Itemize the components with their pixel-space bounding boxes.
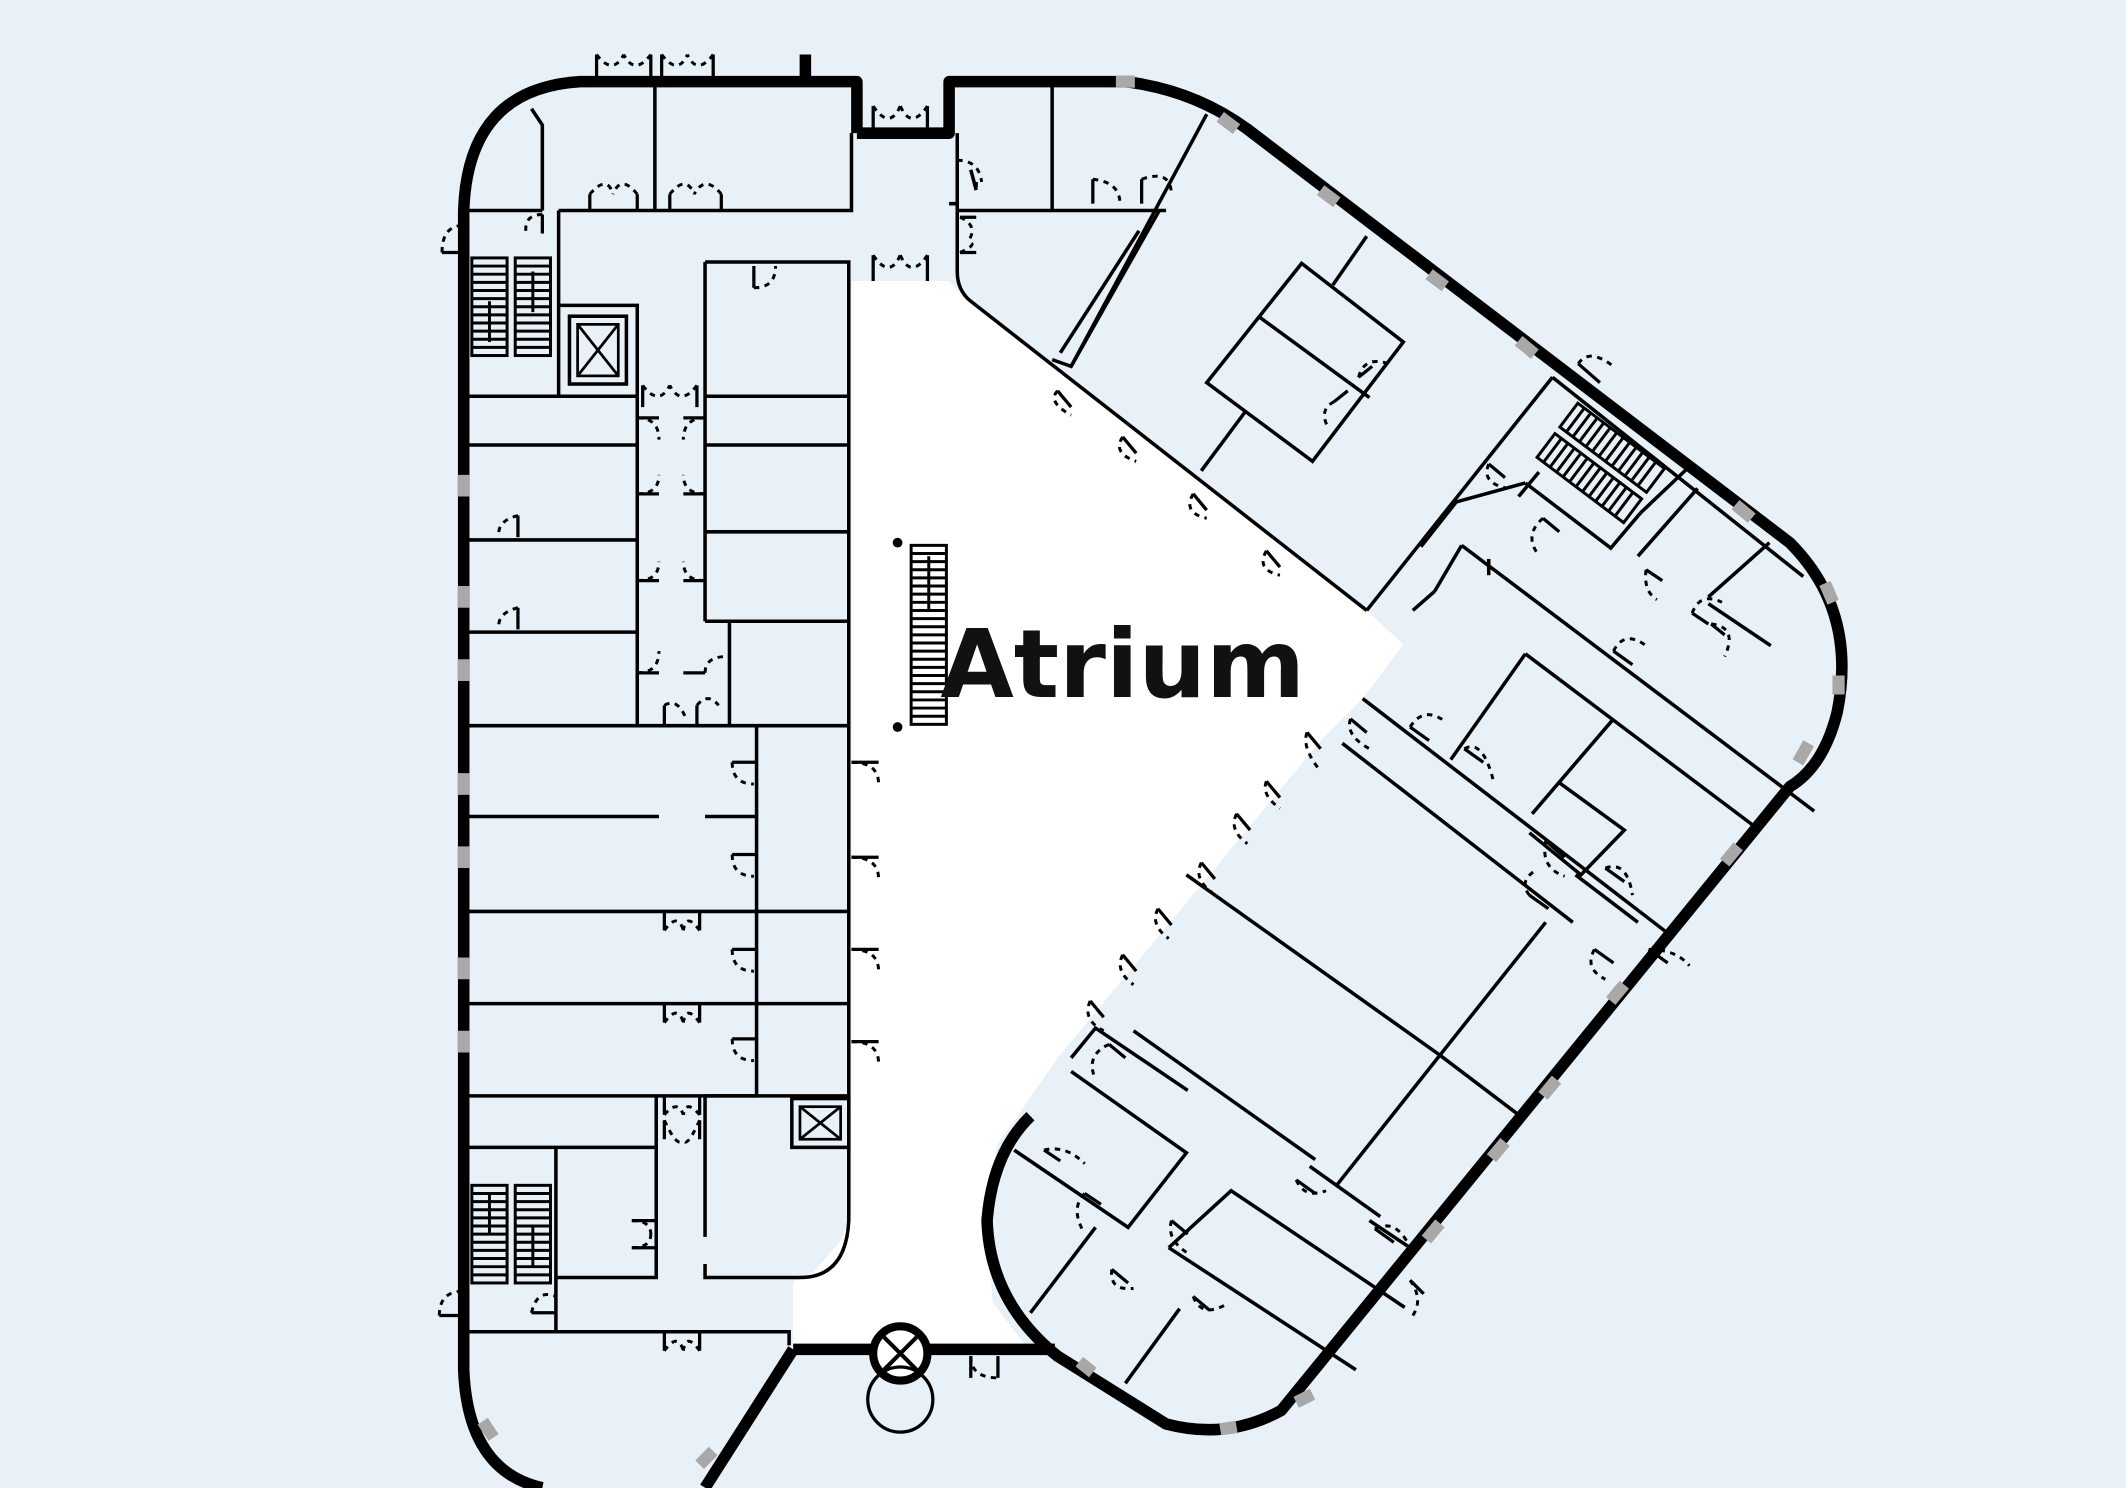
stair-icon [1534,401,1667,525]
shaft-column-icon [866,1322,935,1434]
atrium-label: Atrium [940,610,1305,720]
elevator-shafts [567,314,935,1434]
staircases [470,256,1667,1285]
right-wing-walls [949,81,1816,1385]
windows [457,75,1845,1469]
elevator-icon [790,1096,851,1150]
stair-icon [470,1183,552,1285]
stair-icon [892,537,948,732]
doors [437,53,1731,1380]
elevator-icon [567,314,629,386]
stair-icon [470,256,552,358]
left-wing-walls [463,81,854,1346]
